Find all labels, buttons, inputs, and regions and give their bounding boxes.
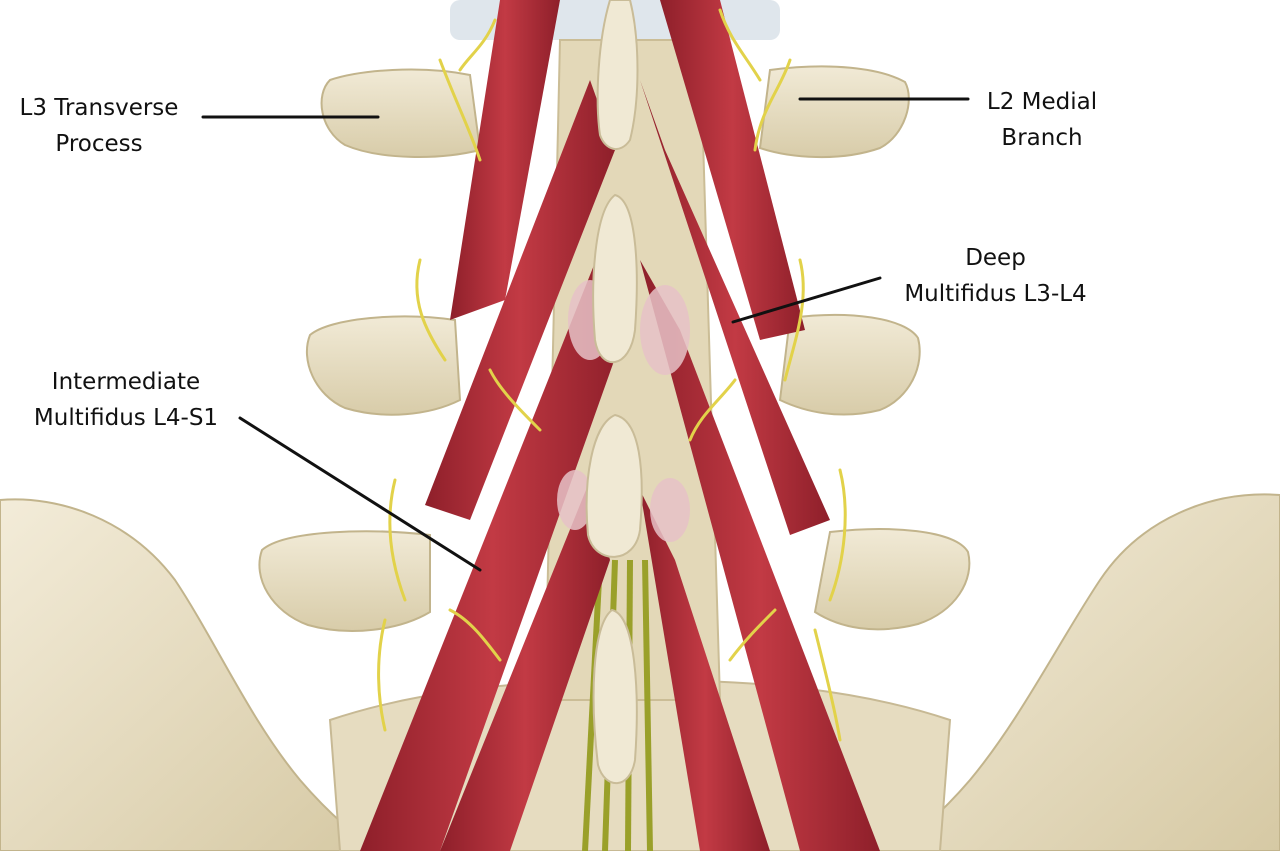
label-deep-multifidus-line2: Multifidus L3-L4 [904, 281, 1087, 307]
l5-transverse-process-right [813, 528, 971, 631]
leader-lines [201, 97, 970, 572]
l3-transverse-process-left [320, 68, 482, 158]
label-deep-multifidus: Deep Multifidus L3-L4 [888, 240, 1103, 312]
spinous-process-l3 [592, 193, 638, 364]
right-multifidus [640, 0, 880, 851]
l4-transverse-process-left [305, 315, 462, 416]
label-l2-medial-branch-line1: L2 Medial [986, 89, 1098, 115]
spinous-process-l4 [585, 413, 643, 558]
left-multifidus [360, 0, 625, 851]
leader-line-intermediate-multifidus [238, 416, 482, 572]
label-intermediate-multifidus-line1: Intermediate [51, 369, 201, 395]
label-l2-medial-branch: L2 Medial Branch [972, 84, 1112, 156]
label-l3-transverse-process: L3 Transverse Process [14, 90, 184, 162]
medial-branch-nerves [377, 8, 847, 742]
label-l3-transverse-process-line2: Process [55, 131, 143, 157]
l4-transverse-process-right [778, 313, 921, 416]
label-deep-multifidus-line1: Deep [965, 245, 1026, 271]
label-l3-transverse-process-line1: L3 Transverse [19, 95, 179, 121]
l5-transverse-process-left [258, 530, 431, 632]
label-intermediate-multifidus: Intermediate Multifidus L4-S1 [26, 364, 226, 436]
leader-line-deep-multifidus [731, 276, 882, 324]
spinous-process-l2 [596, 0, 639, 150]
spinous-process-l5 [592, 608, 638, 785]
l2-transverse-process-right [758, 65, 910, 158]
label-l2-medial-branch-line2: Branch [1001, 125, 1083, 151]
label-intermediate-multifidus-line2: Multifidus L4-S1 [33, 405, 219, 431]
